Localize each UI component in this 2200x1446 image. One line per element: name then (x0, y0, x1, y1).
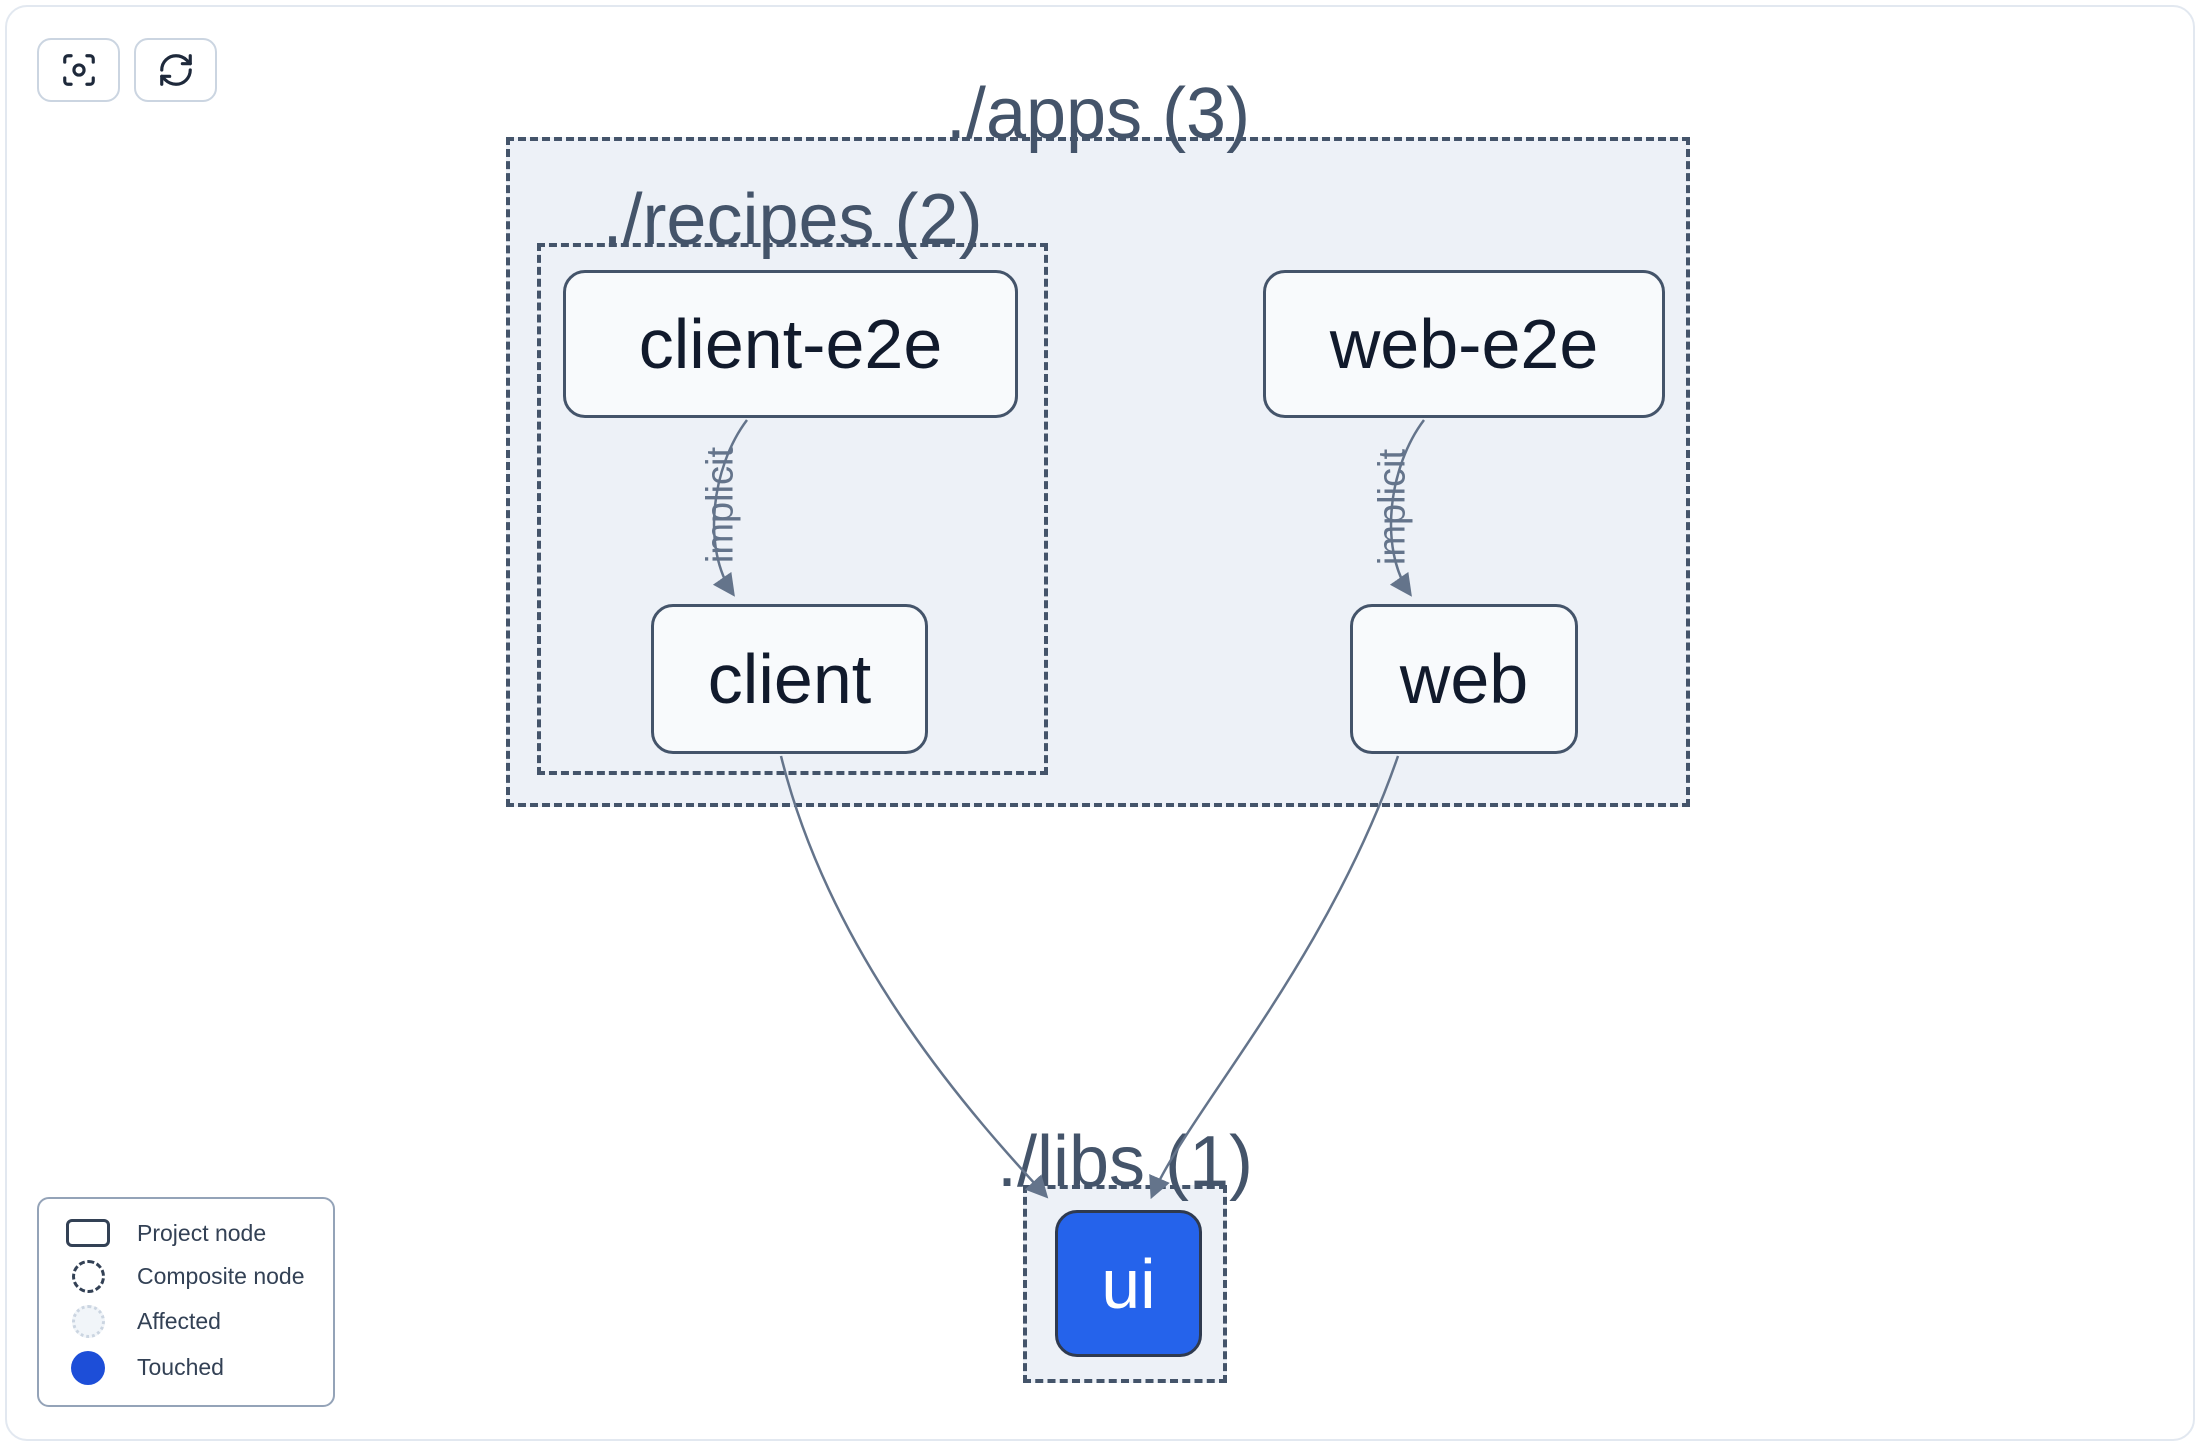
legend-label: Project node (137, 1219, 267, 1246)
edge-web-e2e-to-web (1389, 419, 1425, 597)
composite-node-icon (71, 1259, 105, 1293)
focus-button[interactable] (37, 38, 120, 102)
legend-row-composite-node: Composite node (39, 1259, 333, 1293)
node-label: web-e2e (1329, 305, 1599, 383)
focus-icon (62, 54, 95, 86)
node-label: client (707, 640, 872, 718)
legend-row-project-node: Project node (39, 1219, 333, 1248)
node-label: web (1399, 640, 1529, 718)
project-node-web[interactable]: web (1350, 604, 1578, 754)
legend-icon-slot (65, 1350, 111, 1385)
node-label: ui (1101, 1244, 1156, 1323)
legend-label: Composite node (137, 1262, 305, 1289)
legend-icon-slot (65, 1305, 111, 1339)
legend-label: Affected (137, 1308, 221, 1335)
project-node-icon (66, 1219, 110, 1248)
legend-label: Touched (137, 1354, 224, 1381)
legend: Project node Composite node Affected Tou… (37, 1197, 335, 1407)
edge-label-implicit: implicit (699, 446, 742, 564)
graph-toolbar (37, 38, 217, 102)
project-node-client[interactable]: client (651, 604, 928, 754)
legend-icon-slot (65, 1219, 111, 1248)
legend-icon-slot (65, 1259, 111, 1293)
refresh-button[interactable] (134, 38, 217, 102)
project-node-ui-touched[interactable]: ui (1055, 1210, 1202, 1357)
legend-row-affected: Affected (39, 1305, 333, 1339)
graph-viewport-frame (5, 5, 2195, 1441)
group-apps-label[interactable]: ./apps (3) (945, 74, 1251, 154)
project-node-client-e2e[interactable]: client-e2e (563, 270, 1018, 418)
touched-icon (71, 1350, 105, 1385)
edge-client-to-ui (779, 755, 1049, 1199)
group-recipes-label[interactable]: ./recipes (2) (602, 180, 983, 260)
affected-icon (71, 1305, 105, 1339)
node-label: client-e2e (638, 305, 943, 383)
edge-web-to-ui (1149, 755, 1400, 1200)
edge-client-e2e-to-client (712, 419, 748, 597)
legend-row-touched: Touched (39, 1350, 333, 1385)
refresh-icon (159, 54, 192, 86)
edge-label-implicit: implicit (1371, 448, 1414, 566)
project-node-web-e2e[interactable]: web-e2e (1263, 270, 1665, 418)
